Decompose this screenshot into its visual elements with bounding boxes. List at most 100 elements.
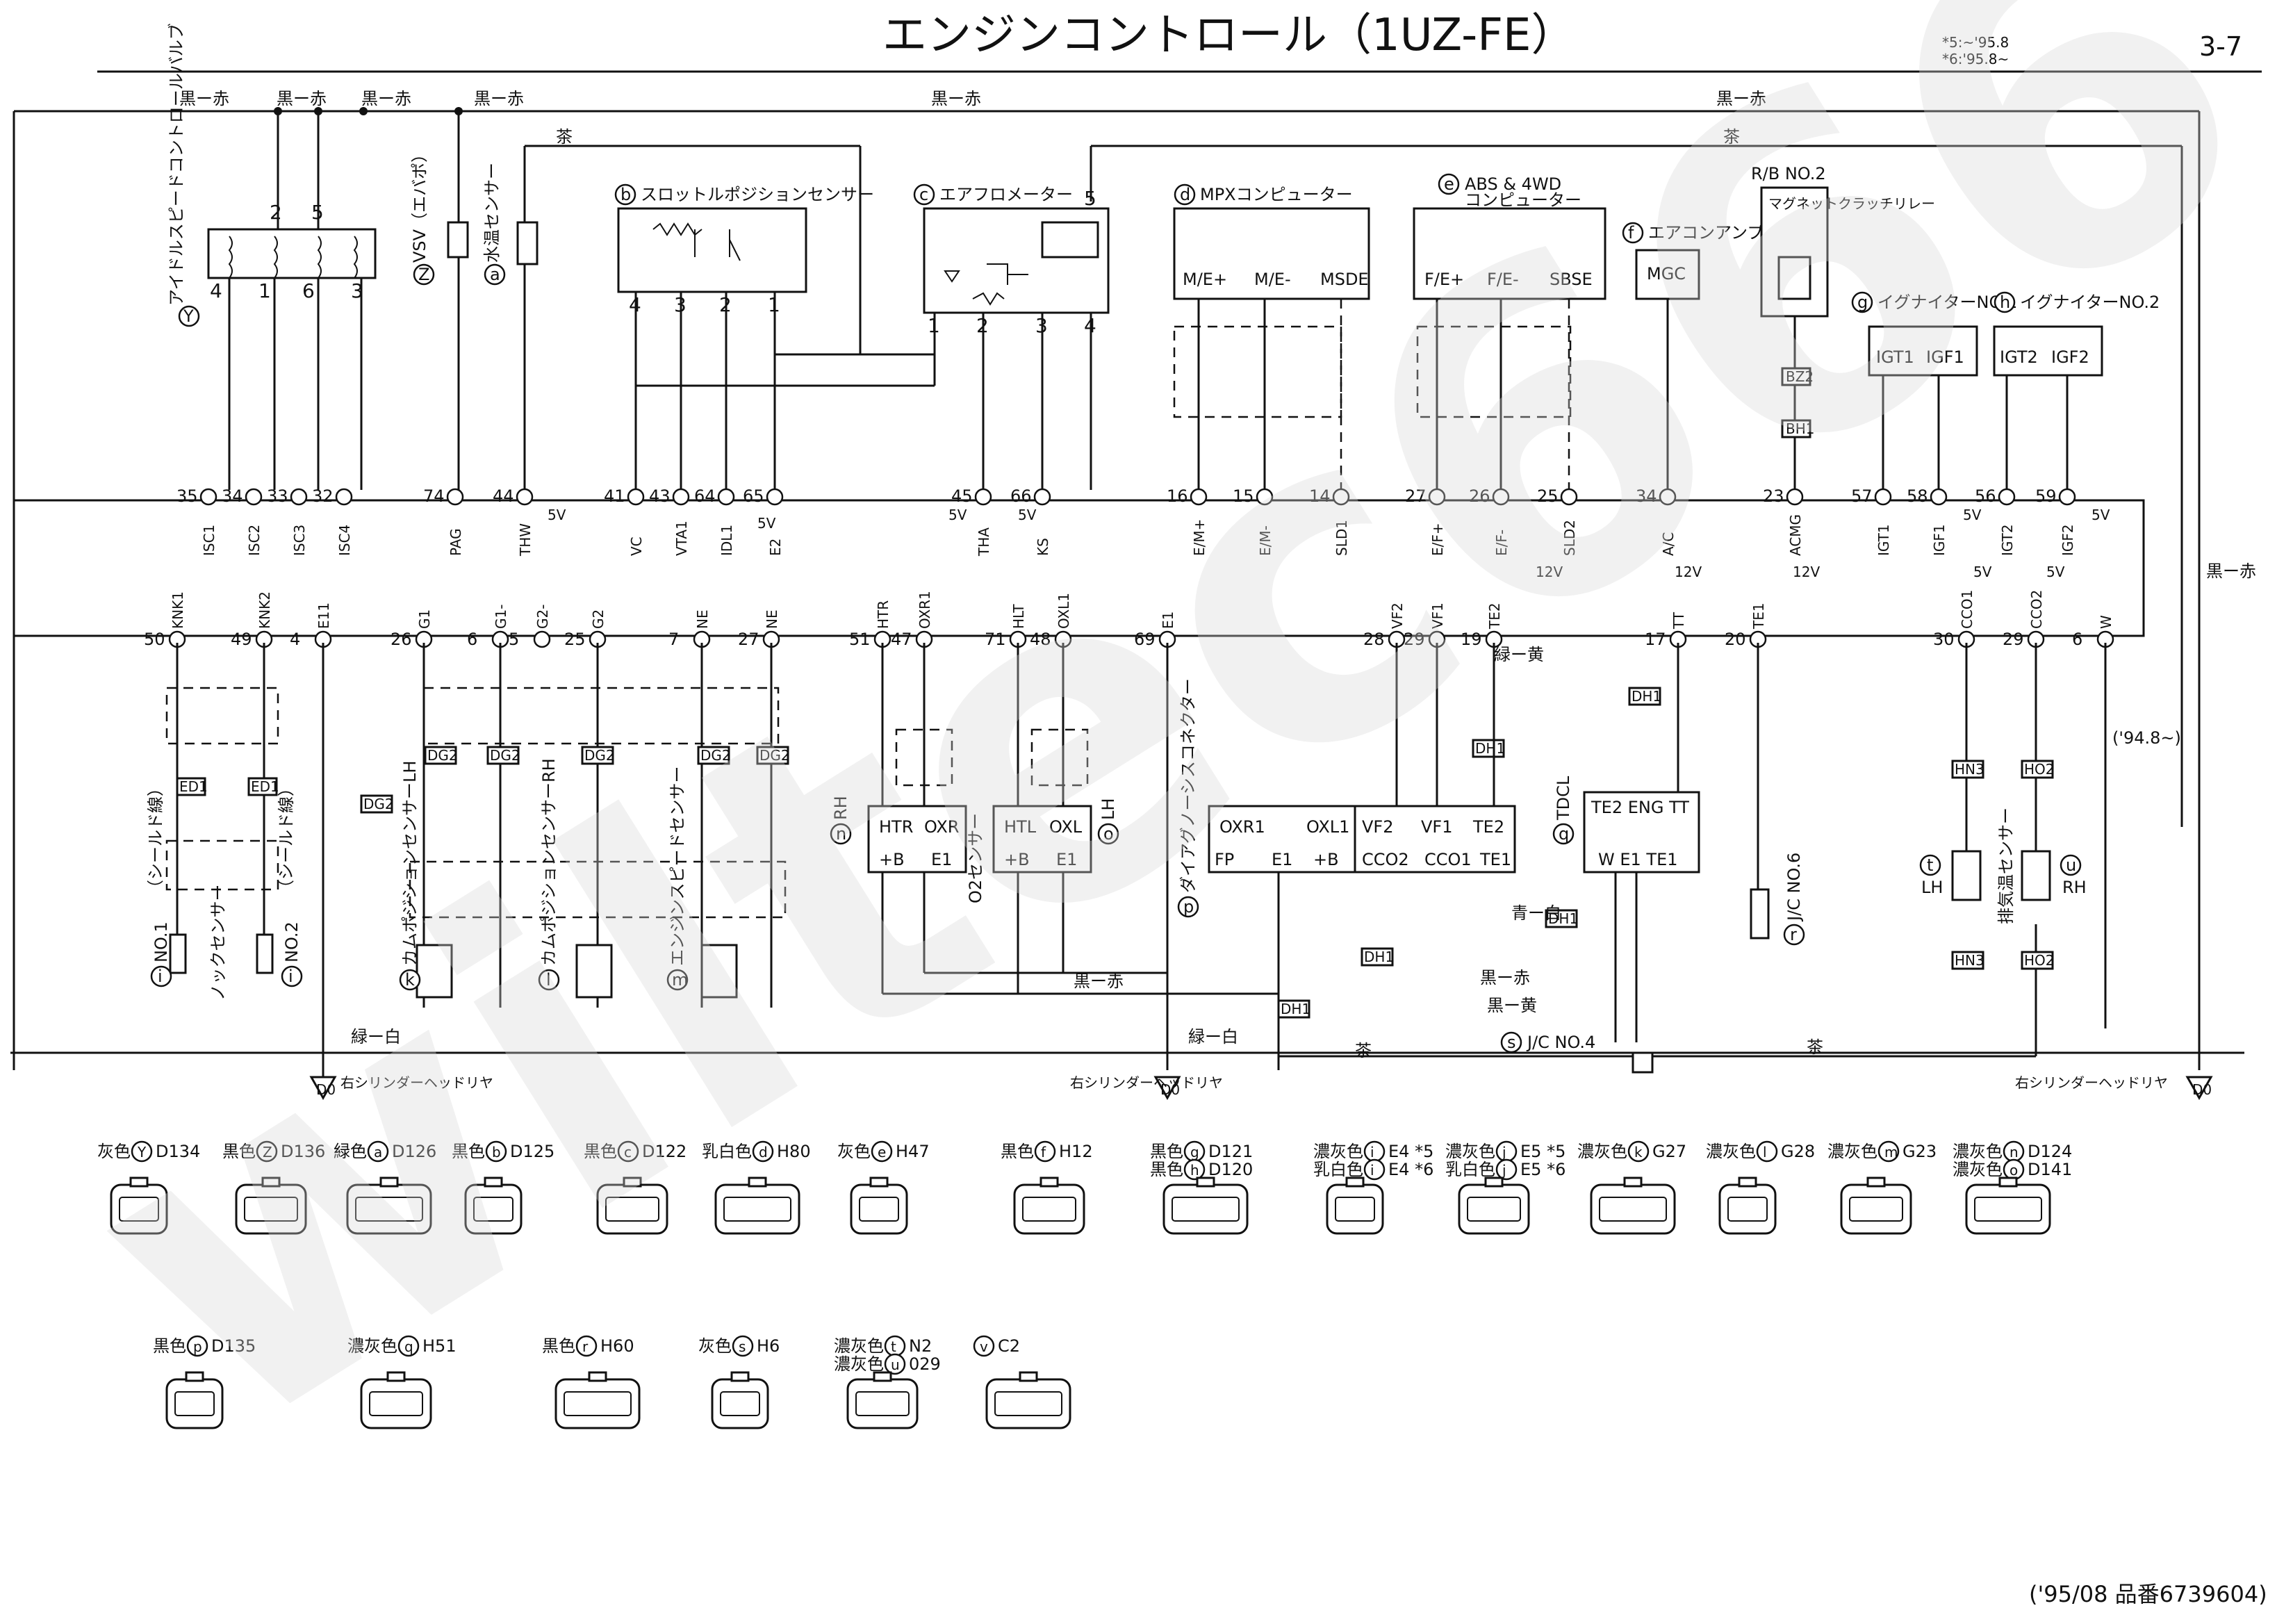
connector-letter: g [1190,1144,1199,1160]
ecu-pin-name: ISC3 [291,525,308,556]
connector-letter-marker [617,1140,639,1163]
ecu-pin-name: KS [1035,538,1051,556]
ground-right [2185,1076,2213,1101]
exhaust-sensor-rh [2021,850,2051,901]
component-letter-Y: Y [183,306,194,326]
connector-latch-icon [261,1176,281,1188]
ecu-pin-number: 26 [391,630,412,649]
connector-letter-marker [732,1335,754,1357]
connector-face-icon [244,1197,298,1222]
ac-amp-box [1635,249,1700,300]
component-name-f: エアコンアンプ [1648,223,1764,243]
dg2-e [756,746,789,765]
ecu-pin-name: E/F+ [1429,523,1446,556]
ecu-pin-number: 23 [1763,486,1784,506]
ecu-pin-number: 20 [1725,630,1746,649]
pin-name: M/E+ [1183,270,1227,289]
connector-code: H60 [600,1336,634,1356]
connector-code: D126 [392,1142,436,1161]
ecu-bottom-pin-row: 50KNK149KNK24E1126G16G1-5G2-25G27NE27NE5… [144,590,2114,649]
abs-shield [1416,325,1572,418]
component-letter-o: o [1103,824,1114,844]
component-name-e: ABS & 4WD [1465,174,1561,194]
connector-letter-marker [186,1335,208,1357]
pin-name: M/E- [1254,270,1291,289]
ground-left [309,1070,337,1101]
ecu-pin-number: 27 [1405,486,1427,506]
connector-letter-marker [397,1335,420,1357]
conn-code: DH1 [1364,949,1394,965]
connector-letter2-marker [1495,1158,1518,1181]
connector-face-icon [859,1197,899,1222]
connector-letter: Z [263,1144,272,1160]
ecu-pin-number: 43 [649,486,671,506]
connector-color: 黒色 [222,1142,256,1161]
knock-shield-lower [165,839,279,891]
connector-letter-marker [131,1140,153,1163]
pin-name: VF1 [1421,817,1453,837]
connector-letter-marker [1756,1140,1778,1163]
connector-code: D136 [281,1142,325,1161]
ecu-pin-name: ACMG [1787,514,1804,556]
connector-color: 黒色 [1150,1142,1183,1161]
exhaust-sensor-label: 排気温センサー [1996,807,2016,924]
cam-sensor-rh [575,944,613,999]
voltage-5v-f: 5V [2091,507,2110,523]
wire-label-green-black: 緑ー黄 [1494,645,1544,664]
component-name-a: 水温センサー [482,163,502,263]
pin-name: OXL1 [1306,817,1349,837]
ecu-pin-name: OXR1 [917,591,933,629]
connector-color: 濃灰色 [834,1336,884,1356]
conn-code: HO2 [2024,952,2055,969]
ecu-pin-name: CCO1 [1959,590,1975,629]
tps-box [617,207,807,293]
component-name-Y: アイドルスピードコントロールバルブ [167,23,186,306]
connector-latch-icon [1345,1176,1365,1188]
page-title: エンジンコントロール（1UZ-FE） [882,10,1576,61]
connector-latch-icon [1484,1176,1504,1188]
water-temp-sensor-box [516,221,539,265]
dh1-e2 [1361,947,1394,967]
ecu-pin-terminal [199,488,217,506]
connector-color: 灰色 [837,1142,871,1161]
component-marker-p [1177,896,1199,918]
wire-label-br3: 黒ー赤 [361,89,411,108]
component-name-Z: VSV（エバポ） [410,146,429,263]
connector-code: D121 [1208,1142,1253,1161]
pin-name: VF2 [1362,817,1394,837]
abs-computer-box [1413,207,1606,300]
hn3-upper [1951,760,1984,779]
rb-relay-label: マグネットクラッチリレー [1768,195,1935,212]
ecu-pin-name: HLT [1010,604,1027,629]
connector-housing-icon [1590,1183,1676,1235]
pin-name: FP [1215,850,1234,869]
ecu-pin-terminal [1332,488,1350,506]
pin-label: 3 [1035,314,1048,337]
mpx-computer-box [1173,207,1370,300]
voltage-12v-b: 12V [1675,564,1702,580]
component-marker-h [1994,291,2016,313]
connector-letter: r [582,1338,589,1355]
isc-coil-icon [228,236,358,279]
component-name-i2: NO.2 [282,921,302,962]
ecu-pin-name: CCO2 [2028,590,2045,629]
cam-sensor-lh [416,944,453,999]
ecu-pin-terminal [717,488,735,506]
ecu-pin-name: VTA1 [673,520,690,556]
ecu-pin-terminal [533,630,551,648]
component-letter-q: q [1559,824,1569,844]
ho2-lower [2021,951,2054,970]
component-marker-i1 [150,965,172,987]
connector-latch-icon [484,1176,503,1188]
connector-letter-marker [1495,1140,1518,1163]
connector-letter2: i [1370,1162,1374,1179]
pin-name: +B [1313,850,1339,869]
connector-letter-marker [871,1140,893,1163]
ecu-pin-name: TE1 [1750,602,1767,630]
connector-code: D124 [2028,1142,2072,1161]
component-letter-g: g [1857,293,1868,312]
pin-name: F/E- [1487,270,1519,289]
ecu-pin-name: TE2 [1486,602,1503,630]
ecu-pin-number: 17 [1645,630,1666,649]
ecu-pin-name: HTR [875,600,891,629]
